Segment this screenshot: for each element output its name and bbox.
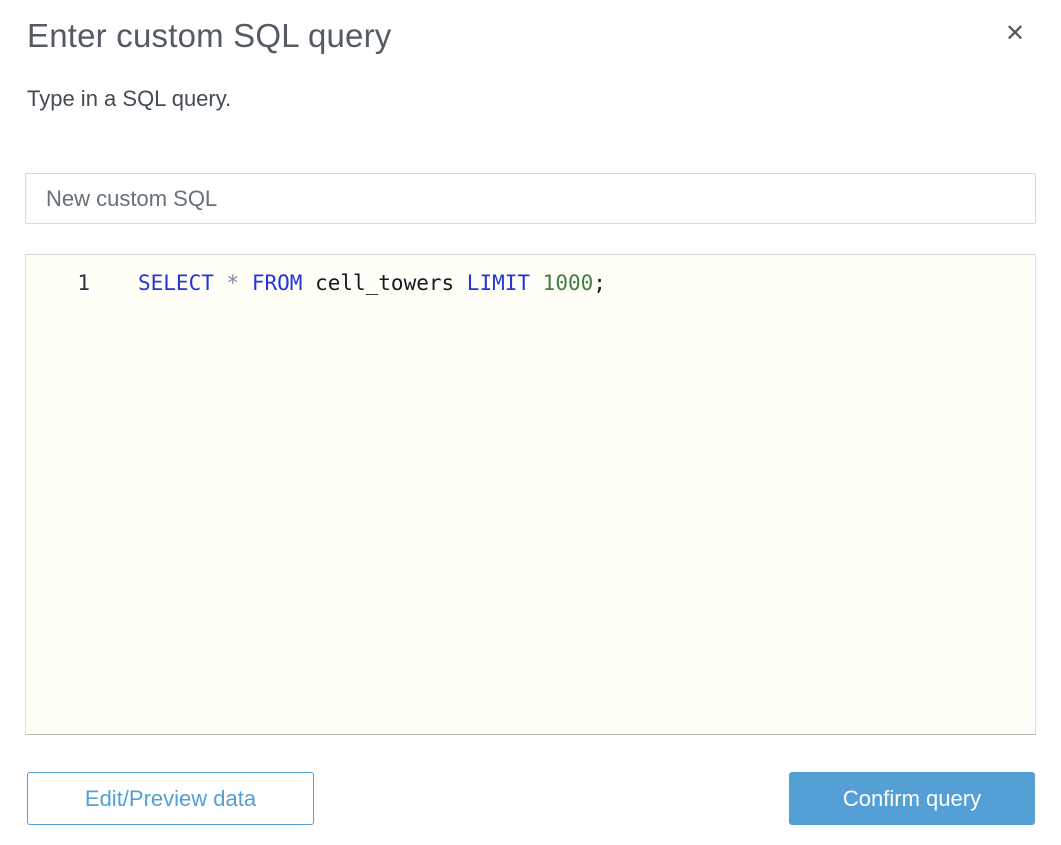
page-title: Enter custom SQL query bbox=[27, 17, 392, 54]
sql-token-keyword: FROM bbox=[251, 271, 303, 295]
editor-line: 1 SELECT * FROM cell_towers LIMIT 1000; bbox=[26, 268, 1035, 298]
sql-token-plain bbox=[530, 271, 543, 295]
sql-token-number: 1000 bbox=[542, 271, 594, 295]
query-name-input[interactable] bbox=[25, 173, 1036, 224]
sql-token-plain bbox=[302, 271, 315, 295]
edit-preview-data-button[interactable]: Edit/Preview data bbox=[27, 772, 314, 825]
sql-token-plain bbox=[214, 271, 227, 295]
sql-token-operator: * bbox=[226, 271, 240, 295]
line-number: 1 bbox=[77, 271, 90, 295]
dialog-subtitle: Type in a SQL query. bbox=[27, 86, 232, 111]
sql-token-keyword: LIMIT bbox=[466, 271, 531, 295]
confirm-query-button[interactable]: Confirm query bbox=[789, 772, 1035, 825]
sql-token-identifier: cell_towers bbox=[315, 271, 455, 295]
sql-code-editor[interactable]: 1 SELECT * FROM cell_towers LIMIT 1000; bbox=[25, 254, 1036, 735]
sql-token-plain bbox=[454, 271, 467, 295]
close-icon[interactable]: ✕ bbox=[998, 16, 1032, 50]
sql-code-line: SELECT * FROM cell_towers LIMIT 1000; bbox=[138, 268, 606, 298]
sql-token-plain bbox=[239, 271, 252, 295]
sql-token-keyword: SELECT bbox=[138, 271, 214, 295]
sql-token-plain: ; bbox=[593, 271, 606, 295]
